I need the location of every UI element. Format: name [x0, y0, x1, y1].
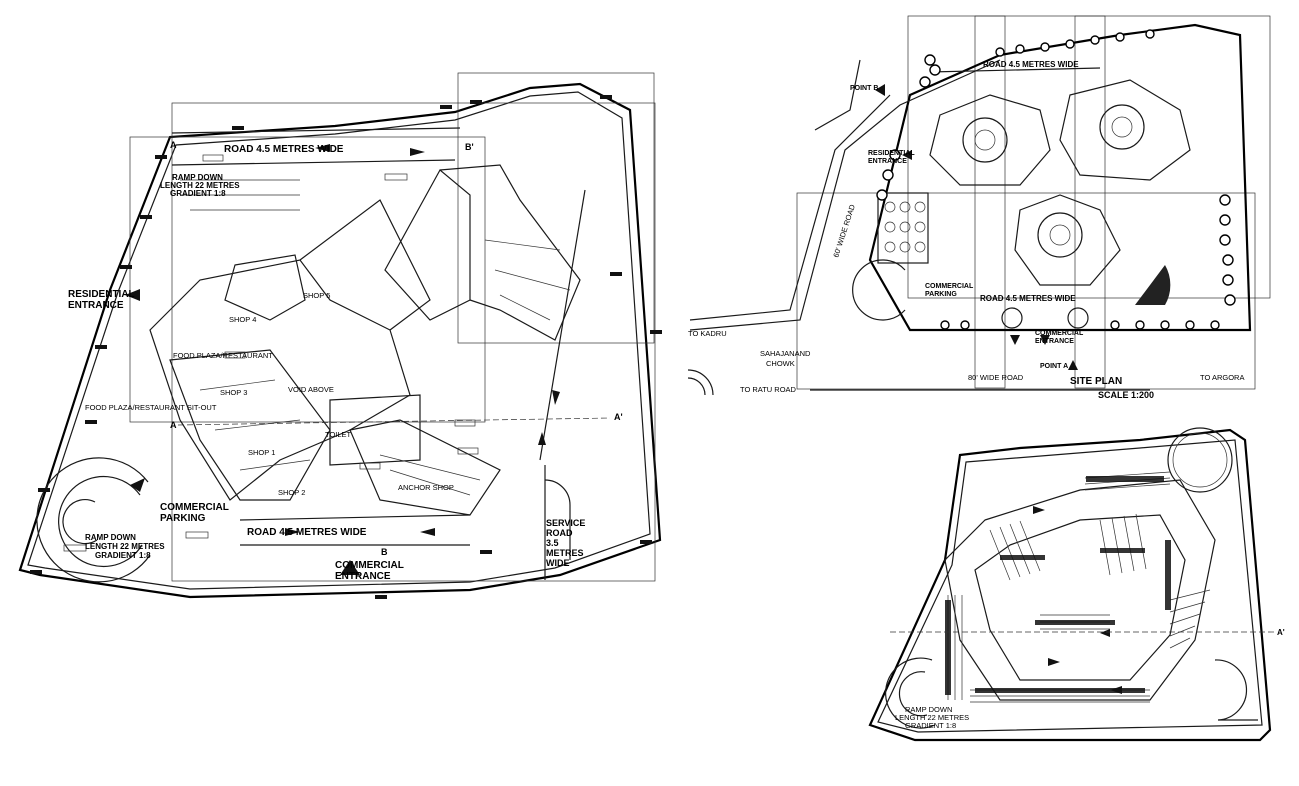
- site-plan-title: SITE PLAN: [1070, 376, 1122, 387]
- residential-entrance-line1: RESIDENTIAL: [68, 289, 135, 300]
- ramp-top-line2: LENGTH 22 METRES: [160, 181, 240, 190]
- section-marker-b-prime: B': [465, 142, 474, 152]
- ramp-bottom-line2: LENGTH 22 METRES: [85, 542, 165, 551]
- service-road-line1: SERVICE: [546, 518, 585, 528]
- sahajanand-line2: CHOWK: [766, 359, 795, 368]
- commercial-entrance-line1: COMMERCIAL: [335, 560, 404, 571]
- ramp-top-line3: GRADIENT 1:8: [170, 189, 226, 198]
- site-plan-scale: SCALE 1:200: [1098, 390, 1154, 400]
- site-road-label-top: ROAD 4.5 METRES WIDE: [983, 60, 1079, 69]
- site-commercial-parking-line2: PARKING: [925, 291, 957, 298]
- site-commercial-entrance-line1: COMMERCIAL: [1035, 330, 1084, 337]
- basement-ramp-line3: GRADIENT 1:8: [905, 721, 956, 730]
- commercial-parking-line2: PARKING: [160, 513, 206, 524]
- road-label-bottom: ROAD 4.5 METRES WIDE: [247, 527, 367, 538]
- site-commercial-entrance-line2: ENTRANCE: [1035, 338, 1074, 345]
- basement-ramp-line1: RAMP DOWN: [905, 705, 952, 714]
- room-label-shop-5: SHOP 5: [303, 291, 330, 300]
- side-road-label: 60' WIDE ROAD: [831, 203, 857, 259]
- basement-parking-plan: A' RAMP DOWN LENGTH 22 METRES GRADIENT 1…: [868, 427, 1285, 742]
- room-label-void: VOID ABOVE: [288, 385, 334, 394]
- room-label-sit-out: FOOD PLAZA/RESTAURANT SIT-OUT: [85, 403, 217, 412]
- ground-floor-plan: ROAD 4.5 METRES WIDE ROAD 4.5 METRES WID…: [18, 72, 662, 599]
- building-pod-1: [929, 94, 1051, 186]
- site-road-label-bottom: ROAD 4.5 METRES WIDE: [980, 294, 1076, 303]
- site-residential-entrance-line2: ENTRANCE: [868, 158, 907, 165]
- commercial-entrance-line2: ENTRANCE: [335, 571, 391, 582]
- room-label-food-plaza: FOOD PLAZA/RESTAURANT: [173, 351, 273, 360]
- ramp-bottom-line1: RAMP DOWN: [85, 533, 136, 542]
- to-ratu-road-label: TO RATU ROAD: [740, 385, 797, 394]
- service-road-line3: 3.5: [546, 538, 559, 548]
- to-argora-label: TO ARGORA: [1200, 373, 1244, 382]
- room-label-shop-2: SHOP 2: [278, 488, 305, 497]
- point-a-label: POINT A: [1040, 363, 1068, 370]
- service-road-line4: METRES: [546, 548, 584, 558]
- commercial-parking-line1: COMMERCIAL: [160, 502, 229, 513]
- bottom-road-label: 80' WIDE ROAD: [968, 373, 1024, 382]
- basement-ramp-line2: LENGTH 22 METRES: [895, 713, 969, 722]
- room-label-toilet: TOILET: [325, 430, 352, 439]
- residential-entrance-line2: ENTRANCE: [68, 300, 124, 311]
- road-label-top: ROAD 4.5 METRES WIDE: [224, 144, 344, 155]
- room-label-shop-4: SHOP 4: [229, 315, 256, 324]
- basement-section-a-prime: A': [1277, 628, 1285, 637]
- ramp-top-line1: RAMP DOWN: [172, 173, 223, 182]
- room-label-shop-3: SHOP 3: [220, 388, 247, 397]
- section-marker-b: B: [381, 547, 388, 557]
- section-marker-a: A: [170, 140, 177, 150]
- ramp-bottom-line3: GRADIENT 1:8: [95, 551, 151, 560]
- room-label-shop-1: SHOP 1: [248, 448, 275, 457]
- building-pod-2: [1059, 79, 1191, 181]
- point-b-label: POINT B: [850, 85, 878, 92]
- to-kadru-label: TO KADRU: [688, 329, 727, 338]
- service-road-line2: ROAD: [546, 528, 573, 538]
- site-plan: ROAD 4.5 METRES WIDE ROAD 4.5 METRES WID…: [687, 15, 1271, 400]
- service-road-line5: WIDE: [546, 558, 570, 568]
- sahajanand-line1: SAHAJANAND: [760, 349, 811, 358]
- room-label-anchor-shop: ANCHOR SHOP: [398, 483, 454, 492]
- building-pod-3: [1014, 194, 1121, 286]
- section-marker-a-prime: A': [614, 412, 623, 422]
- site-commercial-parking-line1: COMMERCIAL: [925, 283, 974, 290]
- site-residential-entrance-line1: RESIDENTIAL: [868, 150, 915, 157]
- section-marker-a-lower: A: [170, 420, 177, 430]
